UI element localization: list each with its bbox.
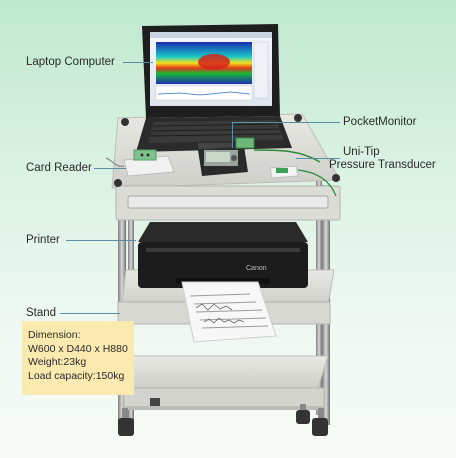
printer: Canon — [138, 222, 308, 288]
leader-transducer — [296, 158, 340, 159]
label-card-reader: Card Reader — [26, 162, 92, 174]
caster-back-right — [296, 404, 310, 424]
label-printer: Printer — [26, 234, 60, 246]
spec-box: Dimension: W600 x D440 x H880 Weight:23k… — [22, 321, 134, 395]
spec-weight: Weight:23kg — [28, 356, 87, 368]
printed-paper — [181, 281, 277, 343]
label-pocket-monitor: PocketMonitor — [343, 116, 417, 128]
pressure-transducer — [269, 165, 337, 197]
spec-dimension-value: W600 x D440 x H880 — [28, 342, 128, 355]
card-reader — [105, 149, 175, 177]
leader-pocket-monitor-drop — [232, 122, 233, 148]
label-transducer-line1: Uni-Tip — [343, 146, 380, 158]
spec-load-capacity: Load capacity:150kg — [28, 369, 125, 382]
leader-card-reader — [94, 168, 126, 169]
leader-laptop — [123, 62, 153, 63]
leader-printer — [66, 240, 136, 241]
bottom-shelf-top — [123, 355, 329, 389]
printer-brand-logo: Canon — [246, 265, 267, 272]
laptop-computer — [136, 24, 292, 152]
spec-dimension-title: Dimension: — [28, 329, 81, 341]
label-stand: Stand — [26, 307, 57, 319]
drawer-handle — [127, 195, 329, 209]
leader-pocket-monitor — [232, 122, 340, 123]
pocket-monitor — [198, 137, 321, 176]
bottom-shelf-lip — [124, 406, 324, 410]
caster-front-left — [118, 408, 134, 436]
caster-pedal — [150, 398, 160, 406]
caster-front-right — [312, 408, 328, 436]
label-transducer-line2: Pressure Transducer — [329, 159, 436, 171]
label-laptop-computer: Laptop Computer — [26, 56, 115, 68]
leader-stand — [60, 313, 120, 314]
